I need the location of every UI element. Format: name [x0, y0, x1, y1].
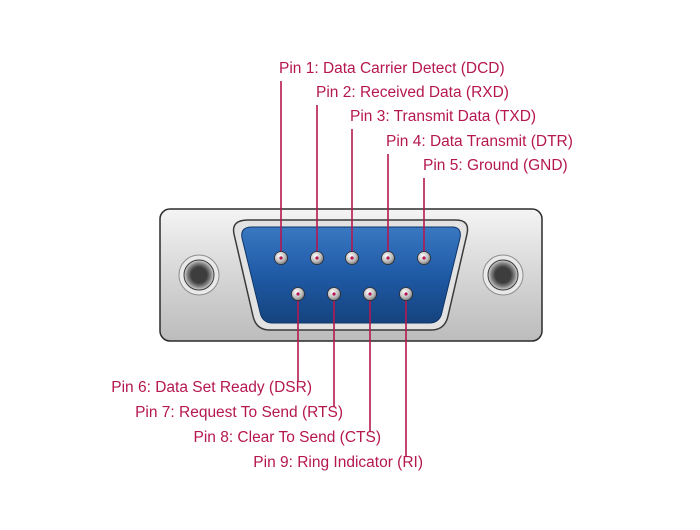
d-face-insulator	[241, 226, 461, 324]
pin-labels: Pin 1: Data Carrier Detect (DCD) Pin 2: R…	[111, 60, 573, 471]
leader-lines	[280, 81, 425, 457]
pin-contact-dot-2	[315, 256, 319, 260]
pin-label-6: Pin 6: Data Set Ready (DSR)	[111, 379, 312, 396]
right-screw-icon	[482, 254, 524, 296]
pin-sockets	[274, 251, 431, 301]
pin-label-1: Pin 1: Data Carrier Detect (DCD)	[279, 60, 505, 77]
pin-contact-dot-9	[404, 292, 408, 296]
pin-contact-dot-1	[279, 256, 283, 260]
pin-label-5: Pin 5: Ground (GND)	[423, 157, 568, 174]
pin-contact-dot-4	[386, 256, 390, 260]
pin-contact-dot-7	[332, 292, 336, 296]
pin-contact-dot-8	[368, 292, 372, 296]
pin-label-3: Pin 3: Transmit Data (TXD)	[350, 108, 536, 125]
pin-contact-dot-3	[350, 256, 354, 260]
pin-contact-dot-6	[296, 292, 300, 296]
pin-label-8: Pin 8: Clear To Send (CTS)	[193, 429, 381, 446]
pin-label-2: Pin 2: Received Data (RXD)	[316, 84, 509, 101]
pin-label-4: Pin 4: Data Transmit (DTR)	[386, 133, 573, 150]
left-screw-icon	[178, 254, 220, 296]
pin-label-7: Pin 7: Request To Send (RTS)	[135, 404, 343, 421]
pin-label-9: Pin 9: Ring Indicator (RI)	[253, 454, 423, 471]
pin-contact-dot-5	[422, 256, 426, 260]
